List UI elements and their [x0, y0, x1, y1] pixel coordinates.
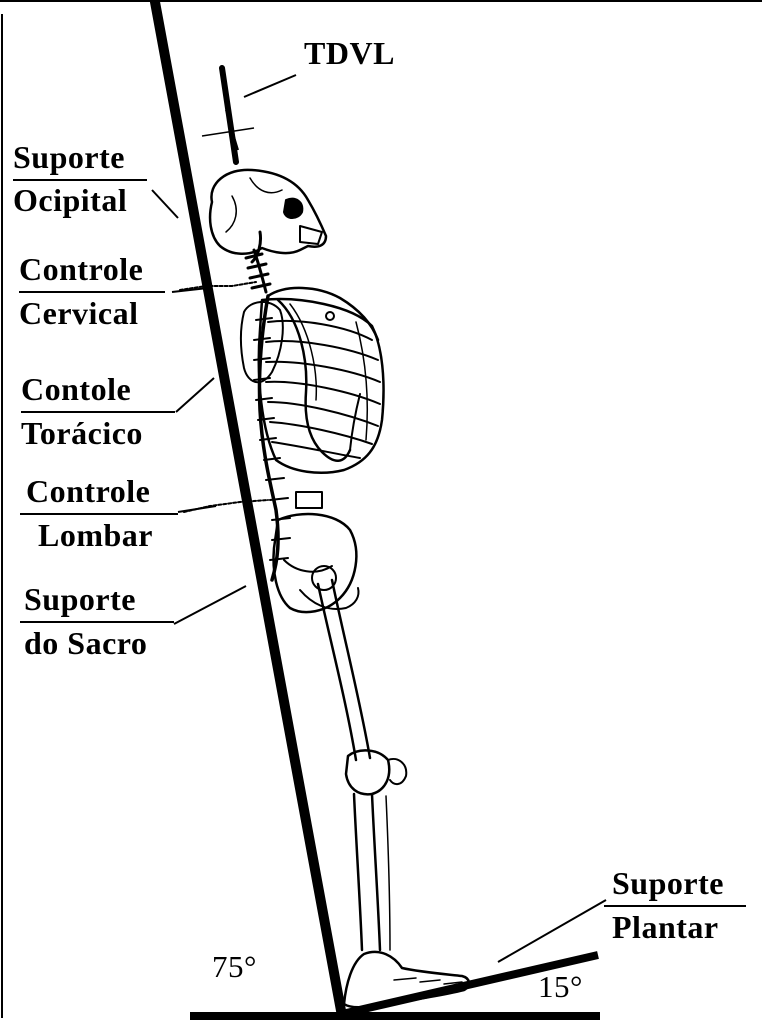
leader-ocipital [152, 190, 178, 218]
label-controle-cervical-line1: Controle [19, 252, 143, 286]
leader-toracico [176, 378, 214, 412]
underline-suporte-sacro [20, 621, 174, 623]
pelvis [274, 514, 359, 612]
skull [210, 170, 326, 262]
skeleton [180, 170, 469, 1007]
underline-suporte-plantar [604, 905, 746, 907]
label-footplate-angle: 15° [538, 970, 583, 1004]
underline-controle-lombar [20, 513, 178, 515]
label-suporte-sacro-line1: Suporte [24, 582, 136, 616]
label-controle-lombar-line2: Lombar [38, 518, 153, 552]
label-tdvl: TDVL [304, 36, 395, 70]
label-suporte-ocipital-line2: Ocipital [13, 183, 127, 217]
label-suporte-plantar-line1: Suporte [612, 866, 724, 900]
label-controle-lombar-line1: Controle [26, 474, 150, 508]
lumbar-brace [296, 492, 322, 508]
underline-suporte-ocipital [13, 179, 147, 181]
underline-controle-cervical [19, 291, 165, 293]
tibia-fibula [354, 794, 390, 950]
tdvl-rod [202, 68, 254, 162]
label-contole-toracico-line1: Contole [21, 372, 131, 406]
label-controle-cervical-line2: Cervical [19, 296, 139, 330]
leader-tdvl [244, 75, 296, 97]
leader-plantar [498, 900, 606, 962]
underline-contole-toracico [21, 411, 175, 413]
rib-cage [259, 299, 384, 473]
cervical-spine [180, 250, 270, 292]
label-suporte-ocipital-line1: Suporte [13, 140, 125, 174]
label-contole-toracico-line2: Torácico [21, 416, 143, 450]
label-suporte-sacro-line2: do Sacro [24, 626, 147, 660]
leader-lines [152, 75, 606, 962]
label-suporte-plantar-line2: Plantar [612, 910, 719, 944]
leader-sacro [174, 586, 246, 624]
label-board-angle: 75° [212, 950, 257, 984]
